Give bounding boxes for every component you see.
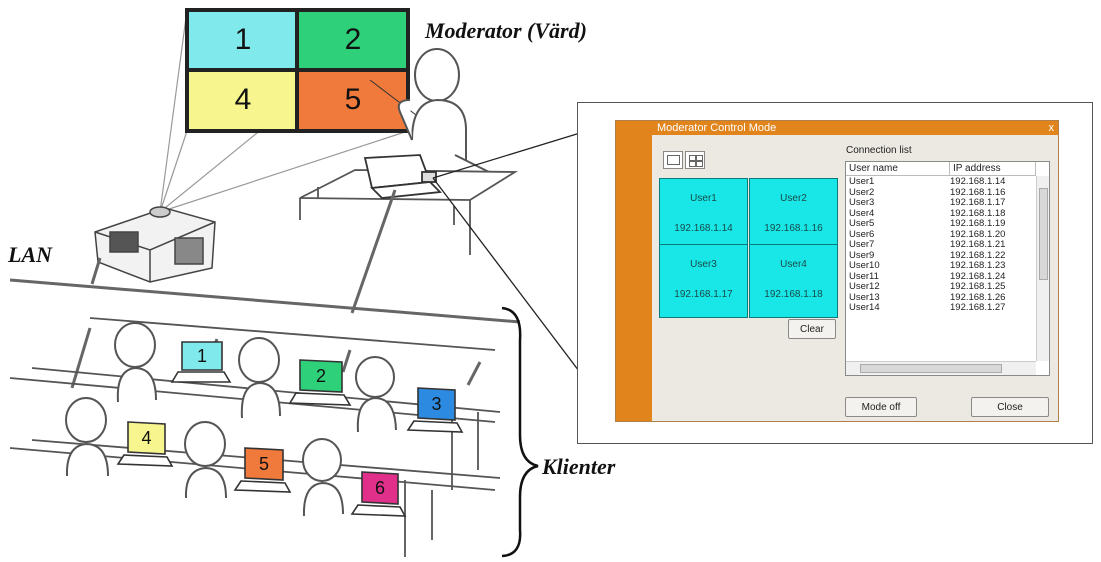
list-row[interactable]: User12 192.168.1.25: [846, 282, 1036, 292]
dialog-side-band: [616, 135, 652, 421]
client-laptops: [116, 341, 464, 517]
screen-cell-1: [189, 12, 295, 68]
tile-ip: 192.168.1.14: [674, 223, 733, 234]
row-ip-address: 192.168.1.21: [950, 239, 1006, 250]
row-user-name: User2: [849, 186, 875, 198]
close-button[interactable]: Close: [971, 397, 1049, 417]
row-ip-address: 192.168.1.26: [950, 291, 1006, 303]
screen-number-2: 2: [344, 23, 362, 56]
horizontal-scrollbar[interactable]: [846, 361, 1036, 375]
connection-list-label: Connection list: [846, 145, 912, 156]
laptop-number-6: 6: [374, 477, 385, 498]
row-user-name: User1: [849, 176, 875, 187]
row-user-name: User7: [849, 239, 875, 250]
screen-number-4: 4: [234, 83, 252, 116]
screen-number-5: 5: [344, 83, 362, 116]
screen-cell-2: [299, 12, 406, 68]
list-row[interactable]: User10 192.168.1.23: [846, 261, 1036, 271]
list-row[interactable]: User6 192.168.1.20: [846, 228, 1036, 240]
row-ip-address: 192.168.1.24: [950, 270, 1006, 282]
screen-cell-4: [189, 72, 295, 129]
row-ip-address: 192.168.1.19: [950, 218, 1006, 229]
list-row[interactable]: User14 192.168.1.27: [846, 303, 1036, 313]
row-ip-address: 192.168.1.23: [950, 260, 1006, 271]
moderator-figure: [397, 48, 496, 176]
column-header-user-name[interactable]: User name: [846, 162, 950, 176]
row-ip-address: 192.168.1.17: [950, 197, 1006, 208]
user-tile[interactable]: User4 192.168.1.18: [749, 244, 838, 318]
row-ip-address: 192.168.1.20: [950, 228, 1006, 240]
row-user-name: User10: [849, 260, 880, 271]
grid-view-icon[interactable]: [685, 151, 705, 169]
laptop-number-3: 3: [431, 393, 442, 414]
projection-screen: [185, 8, 410, 133]
laptop-number-5: 5: [258, 453, 269, 474]
row-ip-address: 192.168.1.16: [950, 186, 1006, 198]
list-row[interactable]: User9 192.168.1.22: [846, 249, 1036, 261]
client-people: [65, 322, 397, 517]
row-user-name: User5: [849, 218, 875, 229]
row-user-name: User3: [849, 197, 875, 208]
row-ip-address: 192.168.1.14: [950, 176, 1006, 187]
list-row[interactable]: User11 192.168.1.24: [846, 270, 1036, 282]
list-row[interactable]: User13 192.168.1.26: [846, 291, 1036, 303]
tile-user-name: User4: [780, 259, 807, 270]
single-view-icon[interactable]: [663, 151, 683, 169]
lan-lines: [9, 189, 521, 389]
row-user-name: User13: [849, 291, 880, 303]
row-ip-address: 192.168.1.27: [950, 302, 1006, 313]
dialog-title-bar: Moderator Control Mode x: [616, 121, 1058, 135]
close-icon[interactable]: x: [1048, 122, 1055, 134]
tile-user-name: User3: [690, 259, 717, 270]
tile-user-name: User1: [690, 193, 717, 204]
tile-ip: 192.168.1.18: [764, 289, 823, 300]
scroll-thumb[interactable]: [860, 364, 1002, 373]
row-user-name: User4: [849, 207, 875, 219]
user-tile[interactable]: User2 192.168.1.16: [749, 178, 838, 252]
list-row[interactable]: User3 192.168.1.17: [846, 198, 1036, 208]
vertical-scrollbar[interactable]: [1036, 176, 1049, 361]
row-user-name: User6: [849, 228, 875, 240]
projector: [94, 206, 216, 283]
row-ip-address: 192.168.1.25: [950, 281, 1006, 292]
mode-off-button[interactable]: Mode off: [845, 397, 917, 417]
row-ip-address: 192.168.1.18: [950, 207, 1006, 219]
screen-number-1: 1: [234, 23, 252, 56]
list-row[interactable]: User4 192.168.1.18: [846, 207, 1036, 219]
list-row[interactable]: User1 192.168.1.14: [846, 177, 1036, 187]
laptop-number-4: 4: [141, 427, 152, 448]
clients-brace: [501, 306, 539, 558]
tile-ip: 192.168.1.17: [674, 289, 733, 300]
dialog-title: Moderator Control Mode: [657, 122, 777, 134]
row-ip-address: 192.168.1.22: [950, 249, 1006, 261]
clients-label: Klienter: [542, 454, 616, 479]
moderator-label: Moderator (Värd): [425, 18, 587, 43]
user-tile[interactable]: User3 192.168.1.17: [659, 244, 748, 318]
scroll-thumb[interactable]: [1039, 188, 1048, 280]
row-user-name: User11: [849, 270, 879, 282]
list-row[interactable]: User2 192.168.1.16: [846, 186, 1036, 198]
column-header-ip-address[interactable]: IP address: [950, 162, 1036, 176]
row-user-name: User12: [849, 281, 880, 292]
tile-ip: 192.168.1.16: [764, 223, 823, 234]
lan-label: LAN: [8, 242, 52, 267]
screen-cell-5: [299, 72, 406, 129]
moderator-laptop: [363, 154, 442, 199]
tile-user-name: User2: [780, 193, 807, 204]
laptop-number-1: 1: [196, 345, 207, 366]
row-user-name: User14: [849, 302, 880, 313]
moderator-control-dialog: Moderator Control Mode x User1 192.168.1…: [615, 120, 1059, 422]
list-row[interactable]: User7 192.168.1.21: [846, 240, 1036, 250]
laptop-number-2: 2: [315, 365, 326, 386]
clear-button[interactable]: Clear: [788, 319, 836, 339]
user-tile[interactable]: User1 192.168.1.14: [659, 178, 748, 252]
row-user-name: User9: [849, 249, 875, 261]
list-row[interactable]: User5 192.168.1.19: [846, 219, 1036, 229]
